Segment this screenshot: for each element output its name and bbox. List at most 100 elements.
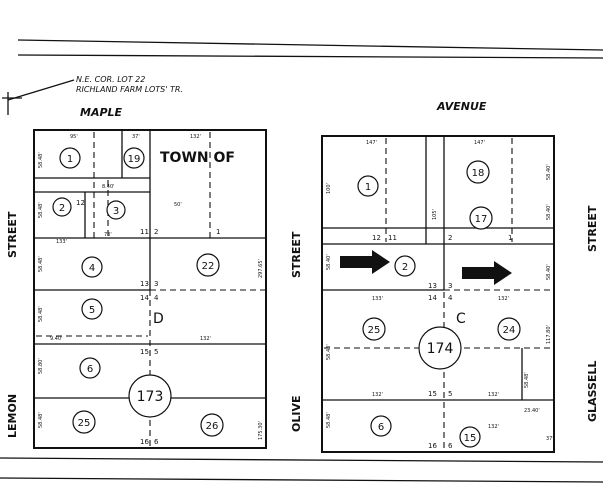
parcel-circle[interactable] [466,160,490,184]
parcel-number: 22 [202,261,215,272]
parcel-number: 25 [78,418,91,429]
right-block: 1 18 17 2 25 24 6 15 174 C 12 11 2 1 13 … [321,135,555,453]
block-circle[interactable] [128,374,172,418]
dimension-label: 117.80' [546,325,552,344]
parcel-number: 1 [67,154,73,165]
parcel-number: 2 [402,262,408,273]
parcel-number: 25 [368,325,381,336]
block-number: 174 [427,341,454,357]
dimension-label: 73' [104,232,112,238]
parcel-circle[interactable] [196,253,220,277]
dimension-label: 8.40' [102,184,115,190]
parcel-circle[interactable] [106,200,126,220]
dimension-label: 58.48' [38,202,44,218]
block-letter: C [456,311,466,327]
dimension-label: 100' [326,183,332,194]
street-label-maple: MAPLE [80,106,123,119]
parcel-circle[interactable] [81,256,103,278]
bottom-border-line [0,457,603,463]
parcel-number: 1 [365,182,371,193]
dimension-label: 58.48' [38,256,44,272]
parcel-number: 18 [472,168,485,179]
dimension-label: 58.80' [38,358,44,374]
parcel-circle[interactable] [469,206,493,230]
left-block: 1 19 2 3 4 22 5 6 25 26 173 D TOWN OF 12… [33,129,267,449]
street-label-east: STREET [586,205,599,252]
dimension-label: 58.40' [546,164,552,180]
lot-number: 15 [428,390,437,398]
lot-number: 5 [448,390,452,398]
parcel-number: 4 [89,263,95,274]
parcel-circle[interactable] [79,357,101,379]
dimension-label: 58.48' [326,412,332,428]
dimension-label: 132' [488,392,499,398]
right-block-outline [321,135,555,453]
dimension-label: 50' [174,202,182,208]
parcel-number: 5 [89,305,95,316]
parcel-number: 26 [206,421,219,432]
parcel-circle[interactable] [123,147,145,169]
parcel-circle[interactable] [394,255,416,277]
lot-number: 4 [154,294,159,302]
parcel-circle[interactable] [370,415,392,437]
dimension-label: 132' [372,392,383,398]
lot-number: 6 [154,438,159,446]
parcel-circle[interactable] [357,175,379,197]
parcel-circle[interactable] [81,298,103,320]
dimension-label: 132' [200,336,211,342]
lot-number: 12 [76,199,85,207]
lot-number: 13 [428,282,437,290]
street-label-lemon: LEMON [6,394,19,438]
dimension-label: 58.40' [326,254,332,270]
parcel-number: 6 [378,422,384,433]
dimension-label: 58.48' [38,412,44,428]
parcel-number: 2 [59,203,65,214]
reference-note-line2: RICHLAND FARM LOTS' TR. [76,85,183,94]
block-circle[interactable] [418,326,462,370]
dimension-label: 297.65' [258,259,264,278]
lot-number: 3 [154,280,158,288]
dimension-label: 9.40' [50,336,63,342]
reference-note-line1: N.E. COR. LOT 22 [76,75,145,84]
parcel-circle[interactable] [459,426,481,448]
dimension-label: 58.48' [326,344,332,360]
dimension-label: 95' [70,134,78,140]
parcel-circle[interactable] [497,317,521,341]
dimension-label: 23.40' [524,408,540,414]
dimension-label: 58.48' [38,152,44,168]
dimension-label: 132' [190,134,201,140]
parcel-number: 17 [475,214,488,225]
dimension-label: 58.40' [546,264,552,280]
parcel-circle[interactable] [52,197,72,217]
parcel-circle[interactable] [59,147,81,169]
arrow-right-icon [462,261,512,285]
lot-number: 2 [448,234,452,242]
lot-number: 11 [140,228,149,236]
dimension-label: 58.48' [524,372,530,388]
street-label-middle: STREET [290,231,303,278]
dimension-label: 132' [488,424,499,430]
top-border-line-2 [17,54,603,59]
street-label-avenue: AVENUE [436,100,487,113]
lot-number: 1 [508,234,512,242]
dimension-label: 147' [366,140,377,146]
parcel-number: 3 [113,206,119,217]
street-label-olive: OLIVE [290,396,303,432]
dimension-label: 58.40' [546,204,552,220]
street-label-glassell: GLASSELL [586,361,599,422]
dimension-label: 147' [474,140,485,146]
dimension-label: 133' [56,239,67,245]
parcel-circle[interactable] [200,413,224,437]
parcel-number: 24 [503,325,516,336]
lot-number: 12 [372,234,381,242]
lot-number: 5 [154,348,158,356]
dimension-label: 105' [432,209,438,220]
dimension-label: 132' [498,296,509,302]
dimension-label: 37' [546,436,554,442]
lot-number: 11 [388,234,397,242]
dimension-label: 37' [132,134,140,140]
parcel-circle[interactable] [72,410,96,434]
parcel-circle[interactable] [362,317,386,341]
parcel-number: 15 [464,433,477,444]
